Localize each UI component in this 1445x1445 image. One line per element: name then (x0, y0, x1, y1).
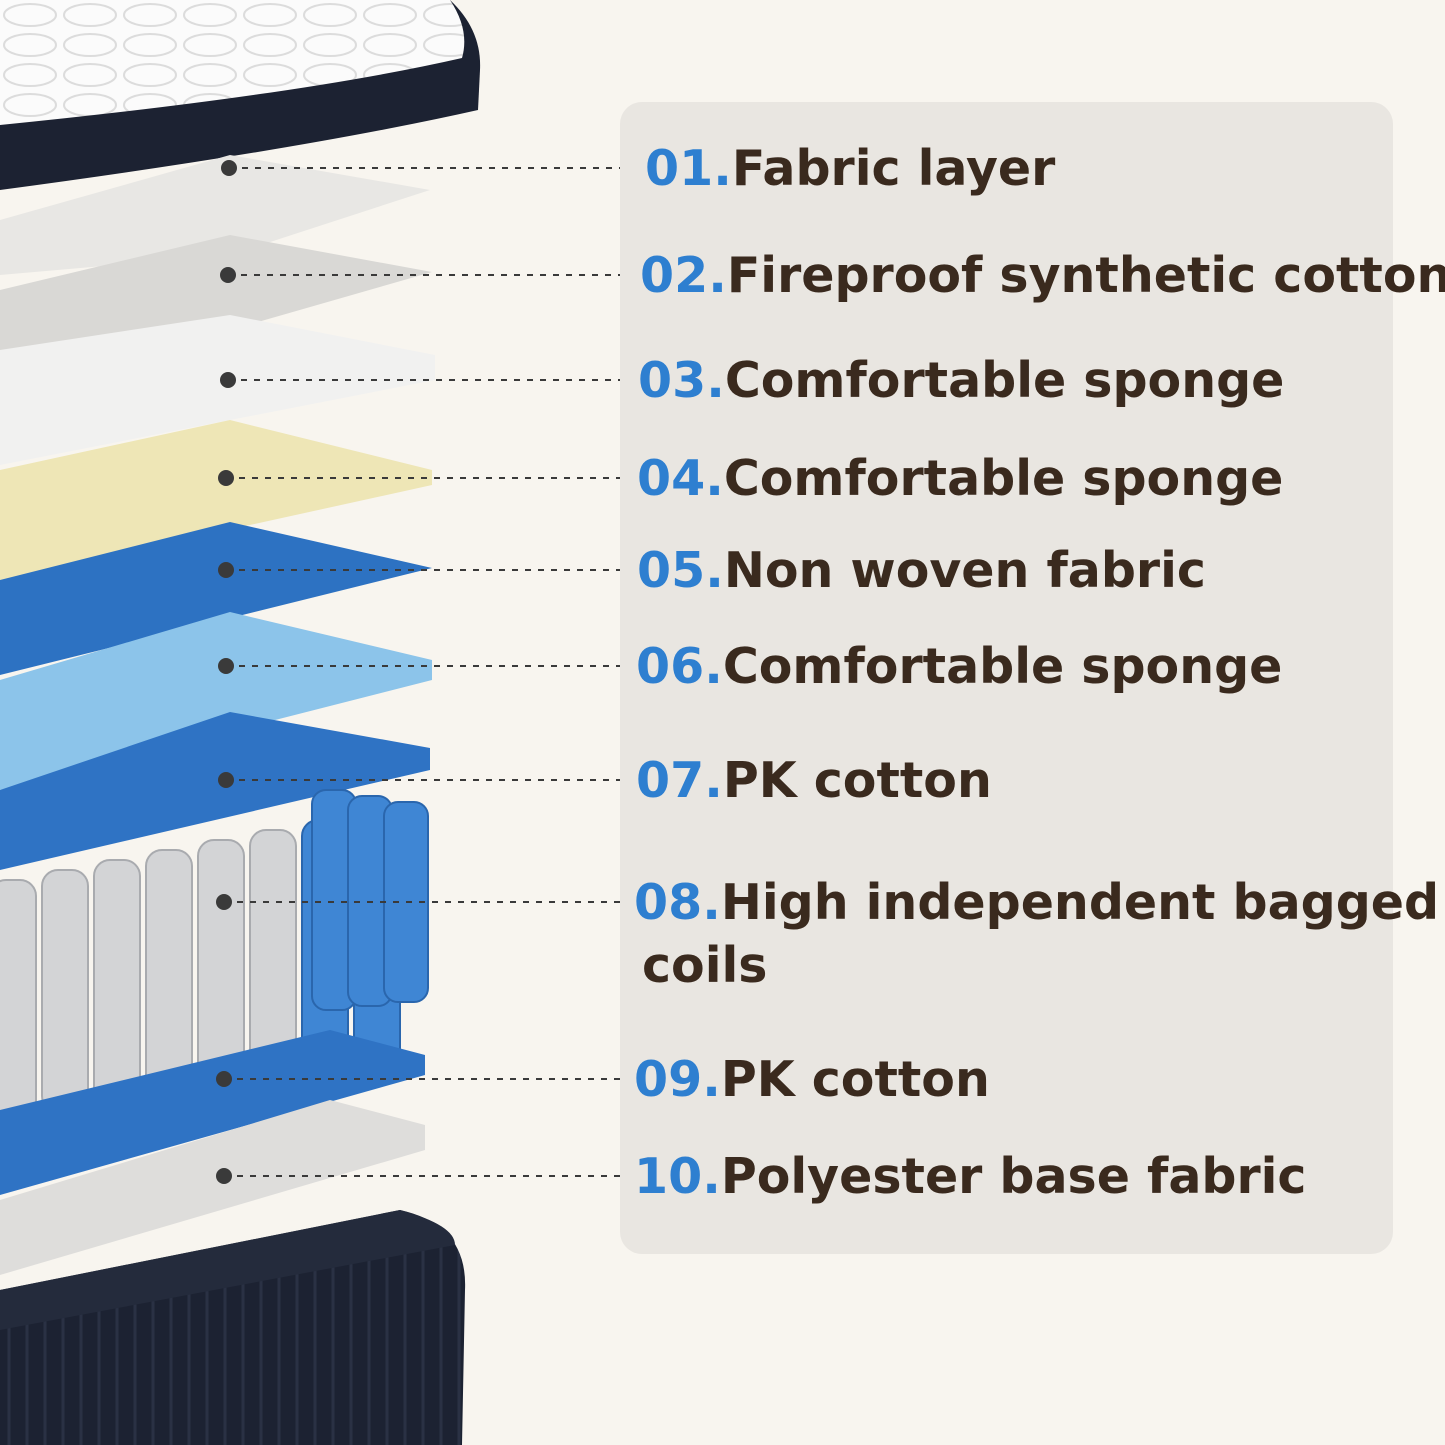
layer-number: 01. (645, 140, 732, 197)
layer-name: Fabric layer (731, 140, 1056, 197)
layer-slab-05 (0, 522, 432, 675)
layer-slab-01 (0, 155, 430, 275)
leader-dot (216, 894, 232, 910)
layer-number: 08. (634, 874, 721, 931)
leader-dot (220, 372, 236, 388)
layer-slab-07 (0, 712, 430, 870)
layer-number: 02. (640, 247, 727, 304)
layer-slab-04 (0, 420, 432, 580)
layer-name: PK cotton (722, 752, 992, 809)
coil (145, 849, 193, 1097)
layer-label: 01.Fabric layer (645, 144, 1055, 193)
leader-dot (216, 1168, 232, 1184)
layer-name: PK cotton (720, 1051, 990, 1108)
layer-slab-09 (0, 1030, 425, 1195)
layer-slab-02 (0, 235, 432, 360)
layer-label: 04.Comfortable sponge (637, 454, 1283, 503)
leader-dot (218, 772, 234, 788)
leader-dot (218, 658, 234, 674)
layer-number: 06. (636, 638, 723, 695)
layer-label: 05.Non woven fabric (637, 546, 1206, 595)
leader-dot (218, 562, 234, 578)
layer-label: 02.Fireproof synthetic cotton (640, 251, 1445, 300)
layer-number: 03. (638, 352, 725, 409)
layer-label: 07.PK cotton (636, 756, 992, 805)
layer-label: 06.Comfortable sponge (636, 642, 1282, 691)
layer-name: Comfortable sponge (724, 352, 1285, 409)
layer-number: 10. (634, 1148, 721, 1205)
leader-dot (221, 160, 237, 176)
labels-panel (620, 102, 1393, 1254)
layer-label: 09.PK cotton (634, 1055, 990, 1104)
leader-dot (216, 1071, 232, 1087)
leader-dot (218, 470, 234, 486)
layer-name: Comfortable sponge (723, 450, 1284, 507)
layer-name: Comfortable sponge (722, 638, 1283, 695)
coil (93, 859, 141, 1105)
layer-number: 09. (634, 1051, 721, 1108)
layer-name: High independent bagged (720, 874, 1440, 931)
layer-label: 03.Comfortable sponge (638, 356, 1284, 405)
mattress-base (0, 1210, 466, 1445)
layer-name: Polyester base fabric (720, 1148, 1307, 1205)
coil (0, 879, 37, 1121)
leader-lines (216, 160, 620, 1184)
layer-number: 05. (637, 542, 724, 599)
layer-number: 07. (636, 752, 723, 809)
layer-name: Fireproof synthetic cotton (726, 247, 1445, 304)
layer-number: 04. (637, 450, 724, 507)
coil (197, 839, 245, 1089)
layer-label: 10.Polyester base fabric (634, 1152, 1306, 1201)
layer-slab-10 (0, 1100, 425, 1275)
leader-dot (220, 267, 236, 283)
layer-slab-06 (0, 612, 432, 790)
layer-name: Non woven fabric (723, 542, 1206, 599)
coil (41, 869, 89, 1113)
layer-name-continued: coils (642, 937, 768, 994)
mattress-top (0, 0, 481, 190)
layer-slab-03 (0, 315, 435, 465)
